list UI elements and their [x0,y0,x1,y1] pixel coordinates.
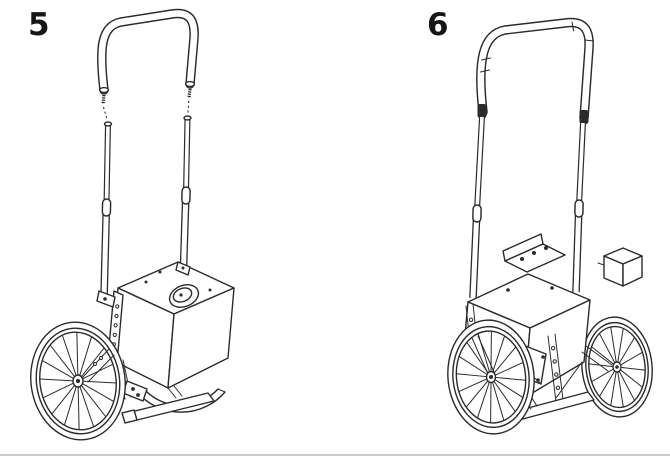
pole-clamp-right [175,261,191,276]
pole-left [469,116,485,299]
skid-foot [121,409,138,424]
handlebar [96,8,199,105]
step-6-label: 6 [427,7,449,43]
bracket-plate [504,243,566,273]
mounting-bracket [502,233,566,273]
step5-cart-illustration [30,8,235,441]
axle-dot [489,375,493,379]
round-knob [168,284,200,308]
rear-wheel-fork [581,345,613,372]
perforated-strap-right [547,333,564,403]
base-skid [121,385,215,424]
rear-wheel [581,316,653,418]
handlebar-pin-right [187,88,192,99]
box-top-bolts [506,286,554,292]
pole-right [572,122,586,293]
insertion-guide-dotted-lines [102,100,190,122]
grip-ticks [480,21,594,73]
pole-right [179,115,192,269]
accessory-box [597,247,643,287]
axle-dot [615,365,619,369]
cargo-box [96,261,235,389]
axle-dot [75,378,81,384]
step-5-label: 5 [28,7,50,43]
wheel-spokes [34,328,122,434]
front-wheel [447,319,535,435]
cargo-box-right-face [167,287,235,389]
clamp-collar-right [579,110,589,124]
clamp-collar-left [477,104,487,118]
handlebar [476,17,594,124]
handlebar-pin-left [101,94,106,105]
hinge-plate [122,380,148,402]
step6-cart-illustration [447,17,653,435]
wheel-spokes [452,328,529,426]
box-top-bolts [144,270,212,292]
pole-left [100,121,113,299]
pole-clamp-left [96,290,116,308]
wheel-fork [72,348,115,388]
wheel-spokes [585,324,648,410]
